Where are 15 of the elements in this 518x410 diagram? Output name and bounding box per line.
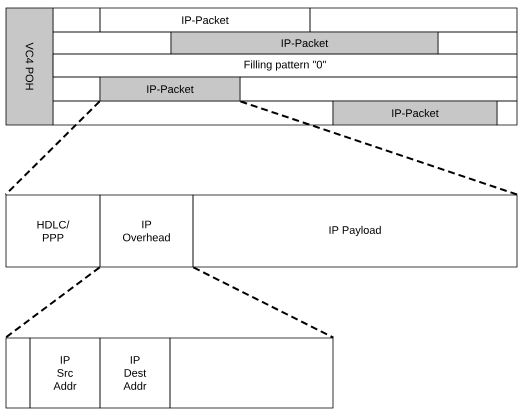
field-cell: IP Dest Addr [100,338,170,408]
field-cell: IP Overhead [100,194,194,268]
field-cell [6,338,30,408]
header-cell: VC4 POH [6,8,54,126]
zoom-line [192,266,334,338]
field-cell: IP Payload [192,194,518,268]
field-cell: IP Src Addr [30,338,100,408]
packet-cell: IP-Packet [332,100,498,126]
zoom-line [240,100,518,196]
field-cell [170,338,334,408]
zoom-line [4,100,100,196]
field-cell: HDLC/ PPP [6,194,100,268]
zoom-line [5,266,100,338]
packet-cell: IP-Packet [100,76,240,102]
packet-cell: IP-Packet [170,32,438,54]
